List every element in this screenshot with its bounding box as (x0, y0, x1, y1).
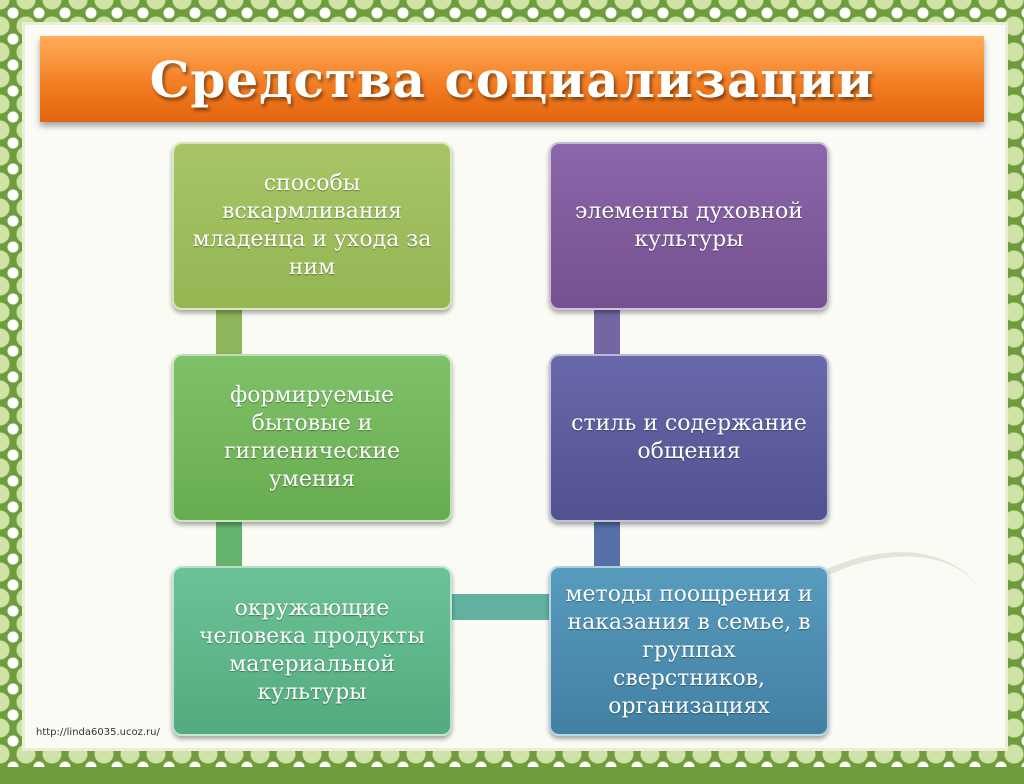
box-material-culture: окружающие человека продукты материально… (172, 566, 452, 736)
source-url: http://linda6035.ucoz.ru/ (36, 727, 160, 738)
box-household-skills: формируемые бытовые и гигиенические умен… (172, 354, 452, 522)
page-title: Средства социализации (149, 49, 875, 109)
box-material-culture-label: окружающие человека продукты материально… (199, 596, 425, 705)
box-household-skills-label: формируемые бытовые и гигиенические умен… (223, 383, 401, 492)
box-communication-style: стиль и содержание общения (549, 354, 829, 522)
box-communication-style-label: стиль и содержание общения (571, 411, 807, 464)
connector-r2-r3 (594, 520, 620, 570)
connector-l2-l3 (216, 520, 242, 570)
box-reward-methods-label: методы поощрения и наказания в семье, в … (565, 582, 813, 719)
connector-r1-r2 (594, 308, 620, 358)
connector-l3-r3 (452, 594, 552, 620)
title-banner: Средства социализации (40, 36, 984, 122)
connector-l1-l2 (216, 308, 242, 358)
box-spiritual-culture: элементы духовной культуры (549, 142, 829, 310)
box-feeding-methods: способы вскармливания младенца и ухода з… (172, 142, 452, 310)
box-spiritual-culture-label: элементы духовной культуры (575, 199, 803, 252)
box-reward-methods: методы поощрения и наказания в семье, в … (549, 566, 829, 736)
box-feeding-methods-label: способы вскармливания младенца и ухода з… (192, 171, 432, 280)
